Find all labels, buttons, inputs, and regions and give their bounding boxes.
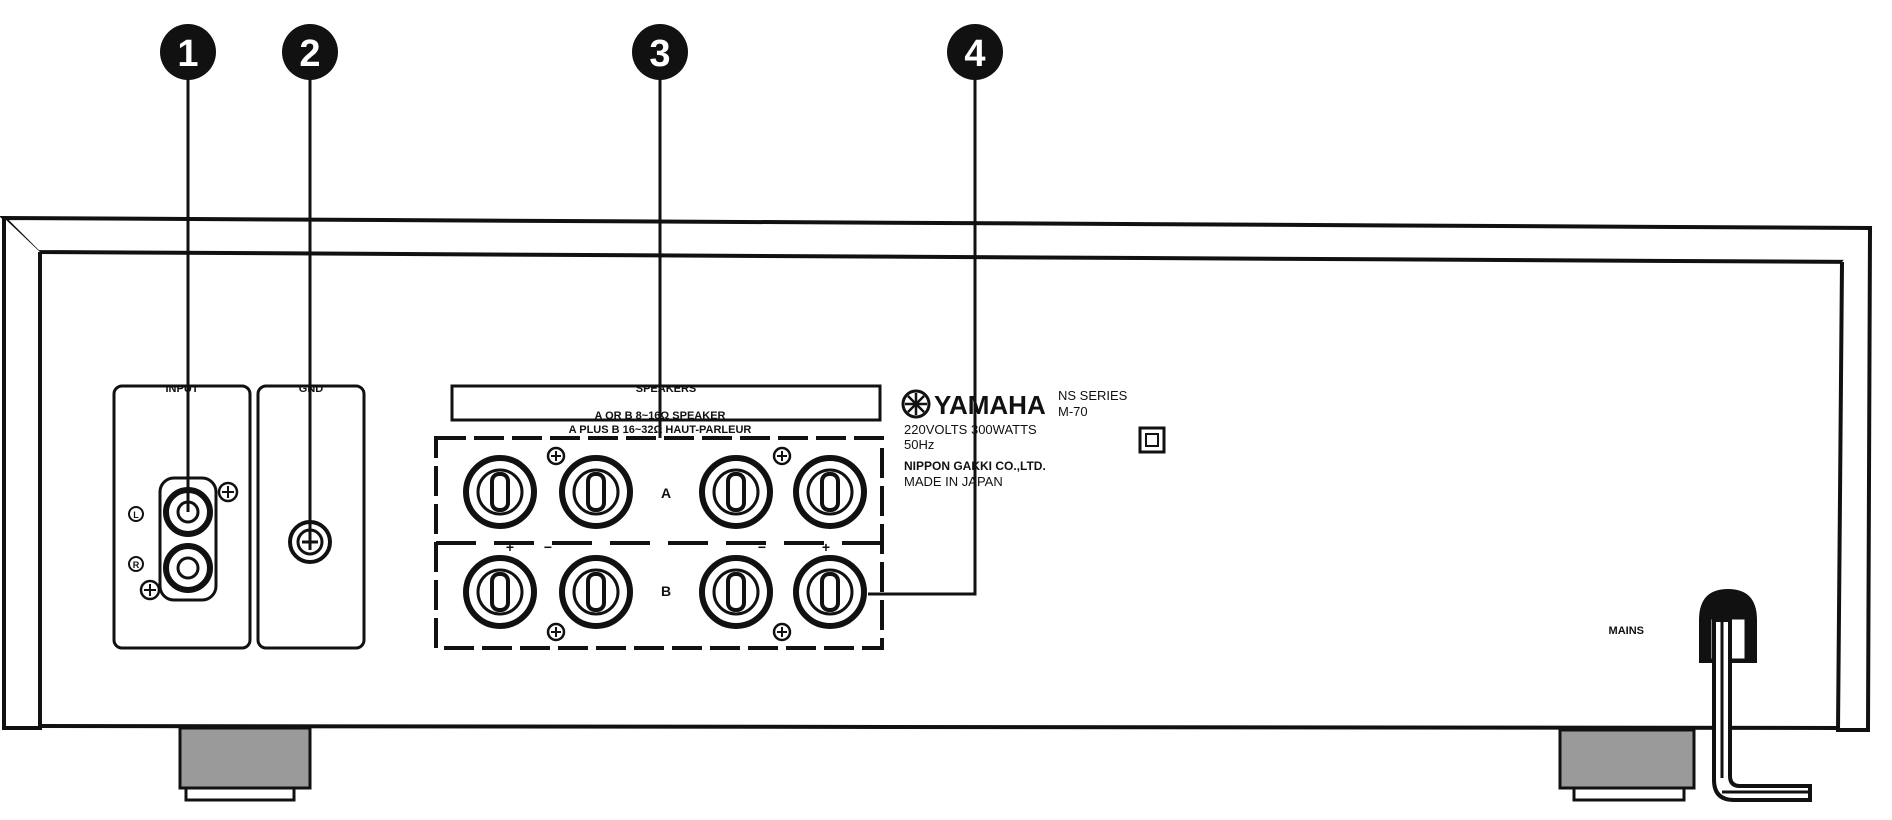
speakers-panel: SPEAKERS A OR B 8~16Ω SPEAKER A PLUS B 1… <box>434 383 884 650</box>
mains-cable <box>1712 618 1812 802</box>
leader-line-4 <box>868 76 977 596</box>
mains-label: MAINS <box>1609 625 1644 637</box>
foot-left <box>178 726 312 802</box>
chassis-left-side <box>2 218 42 730</box>
chassis-right-side <box>1835 227 1872 732</box>
chassis-inner-top <box>37 250 1843 264</box>
speaker-screw-4 <box>772 622 792 642</box>
input-screw-top <box>217 481 239 503</box>
input-l-mark <box>128 506 144 522</box>
speaker-terminal-a-right-minus[interactable] <box>699 455 773 529</box>
callout-2: 2 <box>282 24 338 80</box>
nameplate-spec1: 220VOLTS 300WATTS <box>904 422 1037 437</box>
nameplate-series: NS SERIES <box>1058 388 1128 403</box>
input-panel: INPUT L R <box>112 383 252 650</box>
chassis <box>0 215 1873 732</box>
leader-lines <box>186 76 977 596</box>
svg-text:1: 1 <box>177 33 198 75</box>
speakers-title: SPEAKERS <box>636 383 697 395</box>
input-jack-r[interactable] <box>163 543 213 593</box>
speaker-terminal-a-right-plus[interactable] <box>793 455 867 529</box>
speakers-minus-left: − <box>544 539 552 555</box>
speaker-terminal-b-right-minus[interactable] <box>699 555 773 629</box>
callout-4: 4 <box>947 24 1003 80</box>
speaker-terminal-a-left-plus[interactable] <box>463 455 537 529</box>
svg-text:2: 2 <box>299 33 320 75</box>
nameplate: YAMAHA NS SERIES M-70 220VOLTS 300WATTS … <box>901 388 1166 489</box>
chassis-bottom-edge <box>39 724 1839 730</box>
callout-1: 1 <box>160 24 216 80</box>
speaker-terminal-b-left-minus[interactable] <box>559 555 633 629</box>
speakers-row-b-label: B <box>661 583 671 599</box>
svg-text:4: 4 <box>964 33 985 75</box>
input-screw-bottom <box>139 579 161 601</box>
double-insulation-icon <box>1138 426 1166 454</box>
speaker-terminal-b-right-plus[interactable] <box>793 555 867 629</box>
nameplate-origin: MADE IN JAPAN <box>904 474 1003 489</box>
speakers-row-a-label: A <box>661 485 671 501</box>
speakers-plus-right: + <box>822 539 830 555</box>
svg-text:3: 3 <box>649 33 670 75</box>
callout-3: 3 <box>632 24 688 80</box>
speaker-screw-2 <box>772 446 792 466</box>
yamaha-logo-icon <box>901 389 931 419</box>
input-r-mark-text: R <box>133 560 140 570</box>
nameplate-brand: YAMAHA <box>934 390 1046 420</box>
speaker-screw-1 <box>546 446 566 466</box>
speaker-terminal-a-left-minus[interactable] <box>559 455 633 529</box>
speaker-terminal-b-left-plus[interactable] <box>463 555 537 629</box>
mains-cord: MAINS <box>1609 588 1812 802</box>
foot-right <box>1558 728 1696 802</box>
input-l-mark-text: L <box>133 510 139 520</box>
speaker-screw-3 <box>546 622 566 642</box>
nameplate-spec2: 50Hz <box>904 437 934 452</box>
speakers-minus-right: − <box>758 539 766 555</box>
chassis-top-bevel <box>0 215 1873 265</box>
nameplate-model: M-70 <box>1058 404 1088 419</box>
input-r-mark <box>128 556 144 572</box>
input-panel-label: INPUT <box>166 383 199 395</box>
speakers-plus-left: + <box>506 539 514 555</box>
